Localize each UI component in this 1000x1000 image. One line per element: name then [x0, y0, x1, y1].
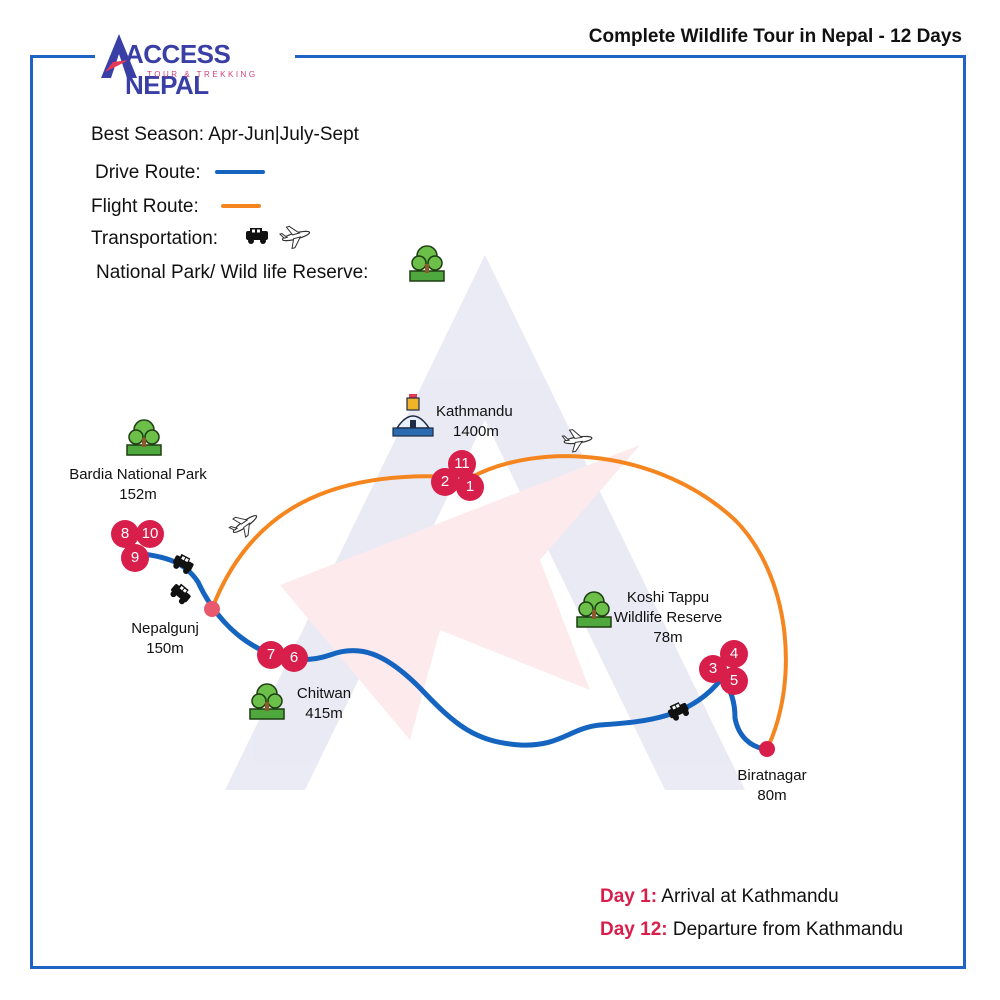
tree-park-icon	[576, 591, 612, 628]
jeep-icon	[173, 553, 194, 574]
tree-park-icon	[409, 245, 445, 282]
itinerary-day-text: Departure from Kathmandu	[672, 919, 904, 940]
day-badge-1: 1	[456, 473, 484, 501]
legend-flight-route: Flight Route:	[91, 196, 199, 217]
day-badge-9: 9	[121, 544, 149, 572]
legend-transportation: Transportation:	[91, 228, 219, 249]
access-nepal-logo: ACCESS NEPAL TOUR & TREKKING	[95, 30, 295, 100]
place-altitude: 150m	[146, 640, 184, 657]
biratnagar-label: Biratnagar 80m	[722, 766, 822, 806]
stupa-icon	[392, 394, 434, 437]
jeep-icon	[170, 583, 191, 605]
place-name: Nepalgunj	[131, 620, 199, 637]
tree-park-icon	[126, 419, 162, 456]
place-altitude: 80m	[757, 787, 787, 804]
legend-drive-route: Drive Route:	[95, 162, 201, 183]
day-badge-2: 2	[431, 468, 459, 496]
place-altitude: 415m	[305, 705, 343, 722]
kathmandu-altitude: 1400m	[453, 423, 499, 440]
jeep-icon	[246, 228, 268, 244]
day-badge-8: 8	[111, 520, 139, 548]
itinerary-day-key: Day 12:	[600, 919, 668, 940]
koshi-tappu-label: Koshi Tappu Wildlife Reserve 78m	[608, 588, 728, 648]
legend-national-park: National Park/ Wild life Reserve:	[96, 262, 369, 283]
place-name: Chitwan	[296, 685, 352, 702]
biratnagar-marker	[759, 741, 775, 757]
nepalgunj-marker	[204, 601, 220, 617]
jeep-icon	[667, 702, 689, 721]
nepalgunj-label: Nepalgunj 150m	[110, 619, 220, 659]
itinerary-day-1: Day 1: Arrival at Kathmandu	[600, 886, 839, 908]
legend-best-season: Best Season: Apr-Jun|July-Sept	[91, 124, 359, 145]
place-name: Bardia National Park	[69, 466, 207, 483]
tree-park-icon	[249, 683, 285, 720]
itinerary-day-text: Arrival at Kathmandu	[661, 886, 839, 907]
day-badge-5: 5	[720, 667, 748, 695]
airplane-icon	[561, 429, 593, 453]
kathmandu-label: Kathmandu	[436, 402, 513, 422]
place-name: Kathmandu	[436, 403, 513, 420]
map-frame	[30, 55, 966, 969]
place-name: Biratnagar	[737, 767, 807, 784]
airplane-icon	[228, 515, 258, 538]
place-altitude: 78m	[653, 629, 683, 646]
itinerary-day-key: Day 1:	[600, 886, 658, 907]
day-badge-10: 10	[136, 520, 164, 548]
logo-text: ACCESS NEPAL	[125, 39, 231, 100]
map-title: Complete Wildlife Tour in Nepal - 12 Day…	[570, 26, 980, 48]
place-name-line2: Wildlife Reserve	[613, 609, 723, 626]
flight-route-west	[210, 474, 457, 611]
day-badge-6: 6	[280, 644, 308, 672]
logo-mark-icon	[101, 34, 137, 78]
watermark-logo	[225, 255, 745, 790]
bardia-label: Bardia National Park 152m	[58, 465, 218, 505]
place-name-line1: Koshi Tappu	[626, 589, 710, 606]
airplane-icon	[278, 225, 311, 250]
chitwan-label: Chitwan 415m	[284, 684, 364, 724]
flight-route-east	[468, 454, 788, 751]
logo-subtext: TOUR & TREKKING	[147, 70, 258, 79]
itinerary-day-12: Day 12: Departure from Kathmandu	[600, 919, 903, 941]
place-altitude: 152m	[119, 486, 157, 503]
